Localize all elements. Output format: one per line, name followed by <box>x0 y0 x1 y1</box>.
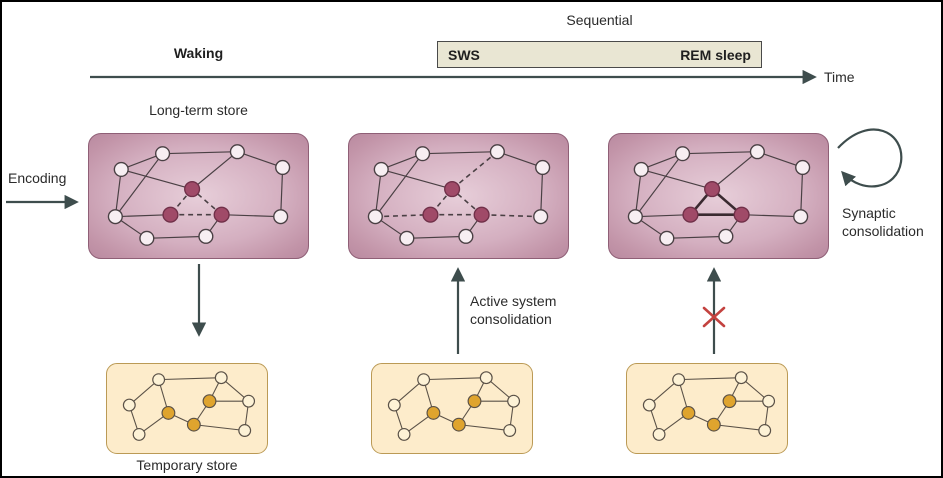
long-term-store-sws-box <box>348 133 569 259</box>
temporary-network-graphic <box>642 371 776 441</box>
long-term-store-waking-box <box>88 133 309 259</box>
sequential-label: Sequential <box>566 12 633 28</box>
temporary-store-label: Temporary store <box>136 457 238 473</box>
time-label: Time <box>824 69 855 85</box>
active-system-consolidation-label: Active system consolidation <box>470 293 557 327</box>
long-term-store-label: Long-term store <box>149 102 248 118</box>
waking-label: Waking <box>173 45 224 61</box>
sleep-stages-bar: SWS REM sleep <box>437 41 762 68</box>
temporary-store-rem-box <box>626 363 788 454</box>
temporary-network-graphic <box>122 371 256 441</box>
synaptic-loop-arrow <box>837 128 903 188</box>
neural-network-graphic <box>367 144 551 246</box>
temporary-store-sws-box <box>371 363 533 454</box>
neural-network-graphic <box>627 144 811 246</box>
encoding-label: Encoding <box>8 170 67 186</box>
long-term-store-rem-box <box>608 133 829 259</box>
synaptic-consolidation-label: Synaptic consolidation <box>842 205 924 239</box>
temporary-network-graphic <box>387 371 521 441</box>
rem-sleep-label: REM sleep <box>680 46 751 63</box>
temporary-store-waking-box <box>106 363 268 454</box>
sws-label: SWS <box>448 46 480 63</box>
neural-network-graphic <box>107 144 291 246</box>
blocked-x-icon <box>702 306 726 328</box>
